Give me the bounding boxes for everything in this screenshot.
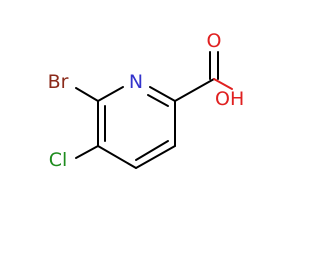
atom-label-oh: OH: [215, 88, 244, 110]
bond-c3-cl: [75, 145, 99, 159]
bond-c3-c4: [97, 145, 137, 169]
substituent-bonds: [75, 51, 219, 159]
structure-canvas: N Br Cl O OH: [48, 30, 245, 171]
bond-c2-br: [75, 87, 99, 102]
atom-label-cl: Cl: [49, 149, 68, 171]
ring-bonds: [97, 86, 176, 169]
bond-c6-n: [149, 86, 176, 102]
atom-label-o: O: [207, 30, 222, 52]
bond-c6-n-double: [147, 94, 169, 107]
atom-label-br: Br: [48, 71, 69, 93]
bond-c-oh: [213, 78, 233, 90]
bond-c4-c5-double: [135, 140, 169, 161]
bond-c4-c5: [135, 145, 176, 169]
atom-label-n: N: [129, 71, 143, 93]
bond-n-c2: [97, 86, 124, 102]
molecule-structure: N Br Cl O OH: [48, 30, 245, 171]
bond-c6-ccooh: [174, 78, 215, 102]
